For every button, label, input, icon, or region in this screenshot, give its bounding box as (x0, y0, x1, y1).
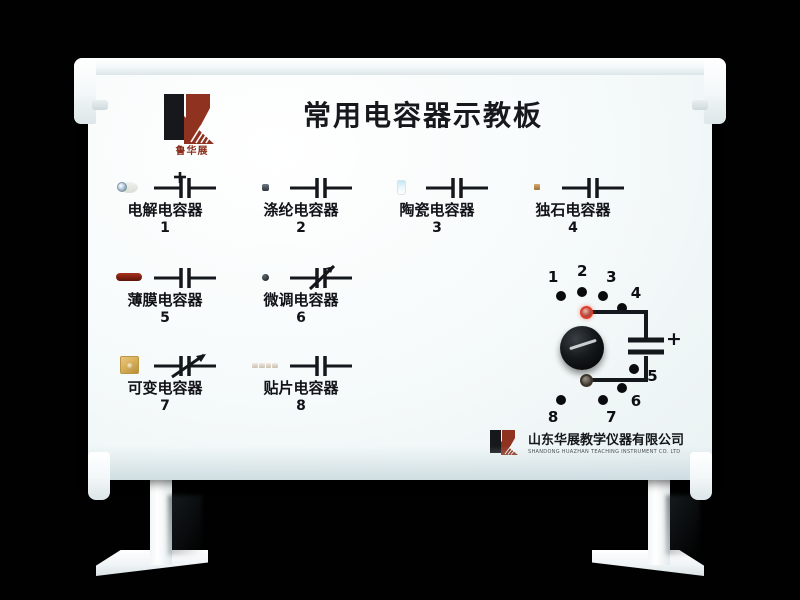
component-number-3: 3 (432, 220, 442, 237)
page-title: 常用电容器示教板 (302, 99, 543, 132)
smd-capacitor-icon (252, 361, 278, 369)
circuit-wiring-icon (590, 310, 664, 382)
component-art-3 (374, 172, 500, 202)
schematic-symbol-7 (152, 350, 218, 380)
selector-label-2: 2 (577, 262, 588, 280)
frame-notch-right (692, 100, 708, 110)
component-number-8: 8 (296, 398, 306, 415)
selector-knob[interactable] (560, 326, 604, 370)
mono-capacitor-icon (534, 184, 540, 190)
component-label-3: 陶瓷电容器 (399, 201, 475, 219)
frame-corner-left (74, 58, 96, 124)
black-terminal-post[interactable] (580, 374, 593, 387)
elec-capacitor-icon (117, 181, 138, 193)
physical-part-1 (112, 175, 146, 199)
ceramic-capacitor-icon (396, 179, 406, 195)
stand-leg-left (150, 475, 172, 565)
selector-contact-5[interactable] (628, 364, 639, 375)
selector-label-1: 1 (547, 267, 559, 286)
selector-label-3: 3 (606, 267, 617, 286)
company-name-cn: 山东华展教学仪器有限公司 (528, 433, 685, 448)
selector-contact-1[interactable] (555, 291, 566, 302)
component-label-6: 微调电容器 (263, 291, 339, 309)
trim-capacitor-icon (261, 273, 269, 281)
physical-part-3 (384, 175, 418, 199)
selector-label-6: 6 (630, 391, 642, 410)
component-art-5 (102, 262, 228, 292)
selector-contact-7[interactable] (598, 394, 609, 405)
selector-label-7: 7 (606, 408, 617, 427)
poly-capacitor-icon (261, 183, 269, 191)
selector-contact-2[interactable] (577, 287, 587, 297)
schematic-symbol-8 (288, 350, 354, 380)
component-label-8: 贴片电容器 (263, 379, 339, 397)
selector-contact-8[interactable] (555, 394, 566, 405)
physical-part-6 (248, 265, 282, 289)
red-terminal-post[interactable] (580, 306, 593, 319)
component-art-2 (238, 172, 364, 202)
company-name-en: SHANDONG HUAZHAN TEACHING INSTRUMENT CO.… (528, 449, 681, 455)
selector-contact-3[interactable] (598, 291, 609, 302)
selector-contact-6[interactable] (616, 382, 627, 393)
component-number-4: 4 (568, 220, 578, 237)
frame-rail-top (74, 58, 726, 75)
polarity-plus-label: + (666, 328, 682, 350)
brand-logo-icon (164, 94, 214, 144)
var-capacitor-icon (119, 356, 139, 374)
stand-shadow-right (666, 495, 700, 555)
physical-part-8 (248, 353, 282, 377)
component-art-8 (238, 350, 364, 380)
schematic-symbol-6 (288, 262, 354, 292)
component-art-7 (102, 350, 228, 380)
schematic-symbol-3 (424, 172, 490, 202)
frame-base-left (88, 452, 110, 500)
stand-shadow-left (168, 495, 202, 555)
company-text-block: 山东华展教学仪器有限公司 SHANDONG HUAZHAN TEACHING I… (528, 429, 684, 455)
frame-base-right (690, 452, 712, 500)
physical-part-4 (520, 175, 554, 199)
schematic-symbol-2 (288, 172, 354, 202)
physical-part-2 (248, 175, 282, 199)
selector-label-4: 4 (630, 284, 642, 303)
component-label-7: 可变电容器 (127, 379, 203, 397)
component-label-5: 薄膜电容器 (127, 291, 203, 309)
component-number-7: 7 (160, 398, 170, 415)
schematic-symbol-1 (152, 172, 218, 202)
company-footer: 山东华展教学仪器有限公司 SHANDONG HUAZHAN TEACHING I… (488, 424, 688, 460)
component-label-1: 电解电容器 (127, 201, 203, 219)
component-art-4 (510, 172, 636, 202)
component-number-1: 1 (160, 220, 170, 237)
stand-leg-right (648, 475, 670, 565)
frame-notch-left (92, 100, 108, 110)
component-label-4: 独石电容器 (535, 201, 611, 219)
selector-contact-4[interactable] (616, 303, 627, 314)
brand-mark-text: 鲁华展 (175, 146, 209, 157)
selector-label-8: 8 (547, 408, 559, 427)
component-number-2: 2 (296, 220, 306, 237)
physical-part-5 (112, 265, 146, 289)
component-number-5: 5 (160, 310, 170, 327)
schematic-symbol-4 (560, 172, 626, 202)
terminal-circuit: + (580, 300, 700, 396)
frame-corner-right (704, 58, 726, 124)
selector-label-5: 5 (647, 367, 658, 386)
component-label-2: 涤纶电容器 (263, 201, 339, 219)
physical-part-7 (112, 353, 146, 377)
component-art-6 (238, 262, 364, 292)
component-art-1 (102, 172, 228, 202)
component-number-6: 6 (296, 310, 306, 327)
film-capacitor-icon (116, 273, 142, 281)
company-logo-icon (490, 430, 518, 455)
schematic-symbol-5 (152, 262, 218, 292)
